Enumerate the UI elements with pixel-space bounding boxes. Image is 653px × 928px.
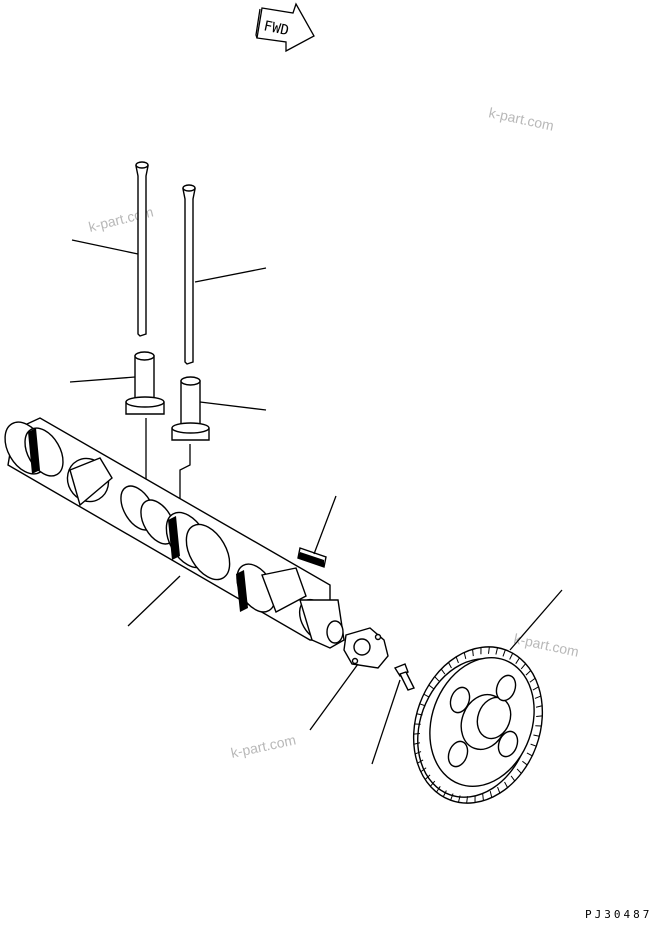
leader-line-key: [314, 496, 336, 554]
thrust-plate: [344, 628, 388, 668]
leader-line-camshaft: [128, 576, 180, 626]
cam-gear: [392, 629, 563, 822]
watermark-1: k-part.com: [487, 104, 555, 133]
fwd-arrow-icon: FWD: [256, 4, 314, 51]
push-rod-left: [136, 162, 148, 336]
camshaft: [0, 415, 344, 648]
woodruff-key: [298, 548, 326, 567]
leader-line-thrust-plate: [310, 664, 358, 730]
gear-tooth: [414, 734, 420, 735]
leader-line-tappet-left: [70, 377, 135, 382]
leader-line-tappet-right: [200, 402, 266, 410]
leader-line-push-rod-left: [72, 240, 138, 254]
tappet-right: [172, 377, 209, 440]
push-rod-right: [183, 185, 195, 364]
leader-line-push-rod-right: [195, 268, 266, 282]
fwd-label: FWD: [262, 18, 290, 39]
watermark-4: k-part.com: [229, 732, 297, 761]
drawing-code: PJ30487: [585, 908, 652, 921]
leader-line-bolt: [372, 680, 400, 764]
gear-tooth: [536, 716, 542, 717]
tappet-left: [126, 352, 164, 414]
